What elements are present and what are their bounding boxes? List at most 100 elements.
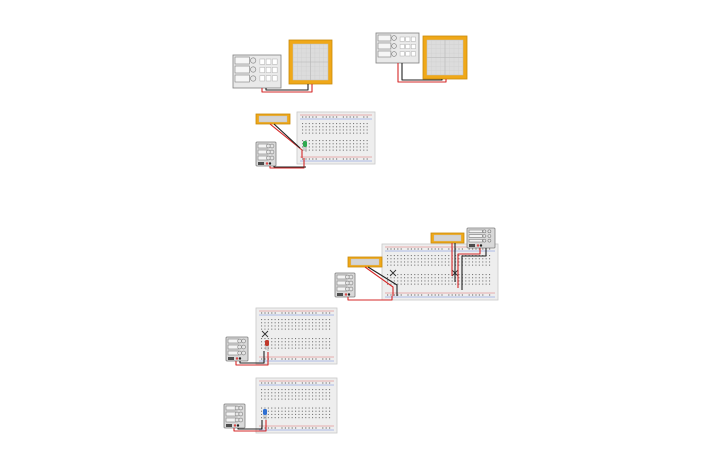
breadboard-hole[interactable] (322, 344, 324, 346)
breadboard-hole[interactable] (312, 344, 314, 346)
breadboard-hole[interactable] (322, 140, 324, 142)
breadboard-hole[interactable] (342, 158, 344, 160)
supply-knob[interactable] (241, 350, 246, 356)
breadboard-hole[interactable] (427, 255, 429, 257)
breadboard-hole[interactable] (346, 116, 348, 118)
breadboard-hole[interactable] (288, 325, 290, 327)
breadboard-hole[interactable] (441, 248, 443, 250)
breadboard-hole[interactable] (267, 427, 269, 429)
breadboard-hole[interactable] (451, 277, 453, 279)
breadboard-hole[interactable] (302, 140, 304, 142)
breadboard-hole[interactable] (281, 427, 283, 429)
breadboard-hole[interactable] (359, 140, 361, 142)
breadboard-hole[interactable] (264, 319, 266, 321)
breadboard-hole[interactable] (349, 146, 351, 148)
oscilloscope[interactable] (422, 35, 468, 80)
breadboard-hole[interactable] (407, 255, 409, 257)
breadboard-hole[interactable] (305, 325, 307, 327)
breadboard-hole[interactable] (353, 140, 355, 142)
breadboard-hole[interactable] (318, 407, 320, 409)
breadboard-hole[interactable] (427, 274, 429, 276)
breadboard-hole[interactable] (308, 407, 310, 409)
breadboard-hole[interactable] (312, 417, 314, 419)
breadboard-hole[interactable] (281, 338, 283, 340)
waveform-button[interactable] (272, 58, 278, 65)
breadboard-hole[interactable] (390, 255, 392, 257)
breadboard-hole[interactable] (301, 344, 303, 346)
breadboard-hole[interactable] (312, 149, 314, 151)
breadboard-hole[interactable] (366, 132, 368, 134)
breadboard-hole[interactable] (291, 398, 293, 400)
breadboard-hole[interactable] (356, 143, 358, 145)
waveform-button[interactable] (259, 58, 265, 65)
breadboard-hole[interactable] (298, 338, 300, 340)
breadboard-hole[interactable] (312, 410, 314, 412)
breadboard-hole[interactable] (298, 392, 300, 394)
breadboard-hole[interactable] (267, 328, 269, 330)
breadboard-hole[interactable] (298, 389, 300, 391)
supply-knob[interactable] (487, 234, 492, 238)
breadboard-hole[interactable] (366, 149, 368, 151)
breadboard-hole[interactable] (325, 325, 327, 327)
breadboard-hole[interactable] (301, 413, 303, 415)
breadboard-hole[interactable] (305, 146, 307, 148)
breadboard-hole[interactable] (441, 280, 443, 282)
breadboard-hole[interactable] (291, 413, 293, 415)
breadboard-hole[interactable] (427, 261, 429, 263)
breadboard-body[interactable] (255, 307, 338, 365)
breadboard-hole[interactable] (267, 382, 269, 384)
breadboard-hole[interactable] (308, 417, 310, 419)
breadboard-hole[interactable] (325, 319, 327, 321)
breadboard-hole[interactable] (332, 132, 334, 134)
breadboard-hole[interactable] (264, 398, 266, 400)
oscilloscope[interactable] (288, 39, 333, 85)
breadboard-hole[interactable] (353, 149, 355, 151)
breadboard-hole[interactable] (438, 264, 440, 266)
multimeter[interactable] (255, 113, 291, 125)
breadboard-hole[interactable] (322, 129, 324, 131)
breadboard-hole[interactable] (431, 283, 433, 285)
breadboard-hole[interactable] (319, 149, 321, 151)
breadboard-hole[interactable] (332, 116, 334, 118)
multimeter[interactable] (430, 232, 465, 244)
breadboard-hole[interactable] (448, 277, 450, 279)
breadboard-hole[interactable] (322, 325, 324, 327)
breadboard-hole[interactable] (407, 261, 409, 263)
breadboard-hole[interactable] (458, 258, 460, 260)
breadboard-hole[interactable] (448, 261, 450, 263)
breadboard-hole[interactable] (438, 248, 440, 250)
breadboard-hole[interactable] (281, 389, 283, 391)
breadboard-hole[interactable] (366, 123, 368, 125)
breadboard-hole[interactable] (271, 427, 273, 429)
breadboard-hole[interactable] (329, 319, 331, 321)
breadboard-hole[interactable] (278, 347, 280, 349)
breadboard-hole[interactable] (291, 427, 293, 429)
breadboard-hole[interactable] (332, 126, 334, 128)
breadboard-hole[interactable] (305, 358, 307, 360)
breadboard-hole[interactable] (400, 255, 402, 257)
breadboard-hole[interactable] (417, 261, 419, 263)
breadboard-hole[interactable] (312, 407, 314, 409)
breadboard-hole[interactable] (444, 261, 446, 263)
breadboard-hole[interactable] (271, 319, 273, 321)
breadboard-hole[interactable] (325, 395, 327, 397)
breadboard-hole[interactable] (305, 116, 307, 118)
breadboard-hole[interactable] (301, 328, 303, 330)
breadboard-hole[interactable] (397, 277, 399, 279)
breadboard-hole[interactable] (318, 319, 320, 321)
breadboard-hole[interactable] (305, 417, 307, 419)
breadboard-hole[interactable] (291, 392, 293, 394)
breadboard-hole[interactable] (274, 344, 276, 346)
wire-black[interactable] (401, 63, 443, 81)
breadboard-hole[interactable] (346, 158, 348, 160)
breadboard-hole[interactable] (308, 149, 310, 151)
breadboard-hole[interactable] (414, 277, 416, 279)
breadboard-hole[interactable] (295, 392, 297, 394)
breadboard-hole[interactable] (427, 283, 429, 285)
breadboard-hole[interactable] (431, 264, 433, 266)
breadboard-hole[interactable] (274, 395, 276, 397)
breadboard-hole[interactable] (322, 322, 324, 324)
breadboard-hole[interactable] (332, 143, 334, 145)
breadboard-hole[interactable] (366, 146, 368, 148)
breadboard-hole[interactable] (322, 341, 324, 343)
